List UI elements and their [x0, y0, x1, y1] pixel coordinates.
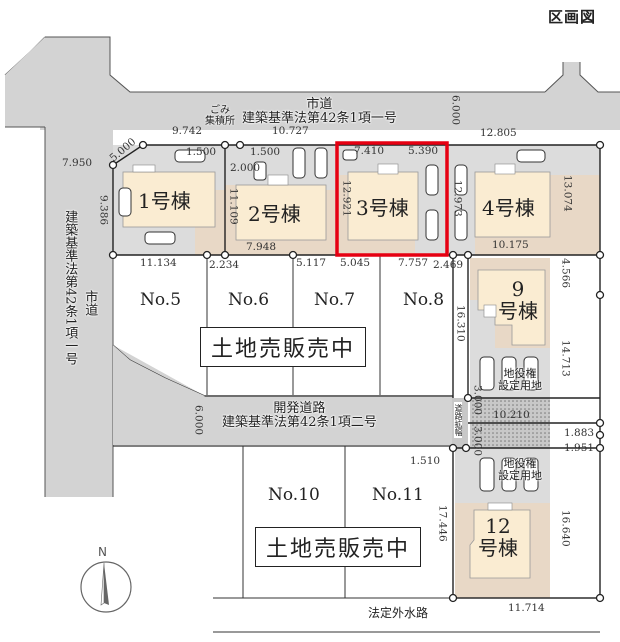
building-4 — [474, 171, 551, 238]
building-2-label[interactable]: 2号棟 — [248, 202, 301, 226]
easement-1-line1: 地役権 — [503, 367, 537, 380]
page-title: 区画図 — [547, 8, 596, 26]
building-1-label[interactable]: 1号棟 — [138, 189, 191, 213]
garbage-point-label: ごみ 集積所 — [205, 105, 235, 127]
dim-1510: 1.510 — [410, 455, 441, 467]
dim-13074: 13.074 — [561, 175, 574, 212]
land-for-sale-banner-1: 土地売販売中 — [200, 327, 367, 367]
dim-7757: 7.757 — [398, 257, 429, 269]
dim-16640: 16.640 — [559, 510, 572, 547]
north-compass: N — [80, 545, 134, 615]
dim-2234: 2.234 — [209, 259, 240, 271]
dim-6000-west: 6.000 — [192, 405, 205, 436]
dim-11109: 11.109 — [227, 188, 240, 225]
dim-9742: 9.742 — [172, 125, 203, 137]
easement-label-2: 地役権 設定用地 — [498, 457, 542, 483]
dev-road-law: 建築基準法第42条1項二号 — [222, 415, 377, 431]
road-widening-label: 道路拡幅 — [454, 402, 463, 438]
dim-11134: 11.134 — [140, 257, 177, 269]
compass-icon — [80, 561, 132, 613]
north-road-law: 建築基準法第42条1項一号 — [242, 111, 397, 127]
dim-10175: 10.175 — [492, 239, 529, 251]
dim-7950: 7.950 — [62, 157, 93, 169]
lot-10-label[interactable]: No.10 — [268, 485, 320, 505]
dim-1500-a: 1.500 — [186, 146, 217, 158]
dim-9386: 9.386 — [97, 195, 110, 226]
building-12-suffix: 号棟 — [478, 536, 518, 560]
dim-12973: 12.973 — [451, 180, 464, 217]
building-12-label[interactable]: 12 号棟 — [478, 515, 518, 559]
west-road — [45, 127, 113, 497]
dim-3000-b: 3.000 — [471, 426, 484, 457]
easement-label-1: 地役権 設定用地 — [498, 367, 542, 393]
dim-5390: 5.390 — [408, 145, 439, 157]
dim-17446: 17.446 — [436, 505, 449, 542]
dim-1500-b: 1.500 — [250, 146, 281, 158]
lot-11-label[interactable]: No.11 — [372, 485, 424, 505]
north-road-label: 市道 建築基準法第42条1項一号 — [242, 97, 397, 127]
north-road-name: 市道 — [306, 97, 333, 112]
west-road-law-label: 建築基準法第42条1項一号 — [62, 210, 78, 365]
building-9-number: 9 — [511, 277, 525, 301]
dim-5117: 5.117 — [296, 257, 327, 269]
building-9-label[interactable]: 9 号棟 — [498, 278, 538, 322]
dim-1951: 1.951 — [564, 442, 595, 454]
lot-7-label[interactable]: No.7 — [314, 290, 356, 310]
garbage-line2: 集積所 — [205, 116, 235, 127]
dim-1883: 1.883 — [564, 427, 595, 439]
lot-5-label[interactable]: No.5 — [140, 290, 182, 310]
building-9 — [477, 269, 546, 346]
building-1 — [122, 171, 216, 228]
easement-1-line2: 設定用地 — [498, 379, 542, 393]
dim-10210: 10.210 — [493, 409, 530, 421]
dim-10727: 10.727 — [272, 125, 309, 137]
building-12-number: 12 — [485, 514, 511, 538]
dim-6000-north: 6.000 — [449, 95, 462, 126]
dim-7410: 7.410 — [354, 145, 385, 157]
dim-11714: 11.714 — [508, 602, 545, 614]
north-road — [40, 37, 620, 130]
highlight-frame-building-3 — [335, 141, 449, 257]
dim-14713: 14.713 — [559, 340, 572, 377]
building-4-label[interactable]: 4号棟 — [482, 196, 535, 220]
lot-8-label[interactable]: No.8 — [403, 290, 445, 310]
dim-2000: 2.000 — [230, 162, 261, 174]
easement-2-line2: 設定用地 — [498, 469, 542, 483]
west-road-name-label: 市道 — [82, 290, 98, 316]
lot-6-label[interactable]: No.6 — [228, 290, 270, 310]
dim-4566: 4.566 — [559, 258, 572, 289]
building-12 — [469, 509, 531, 579]
compass-north-label: N — [98, 545, 107, 559]
dim-16310: 16.310 — [454, 305, 467, 342]
dim-7948: 7.948 — [246, 241, 277, 253]
dev-road-name: 開発道路 — [273, 401, 326, 416]
easement-2-line1: 地役権 — [503, 457, 537, 470]
building-9-suffix: 号棟 — [498, 299, 538, 323]
building-3-label[interactable]: 3号棟 — [356, 196, 409, 220]
land-for-sale-banner-2: 土地売販売中 — [255, 527, 422, 567]
garbage-line1: ごみ — [210, 105, 230, 116]
building-3 — [347, 171, 419, 241]
dim-2469: 2.469 — [433, 259, 464, 271]
dim-12805: 12.805 — [480, 127, 517, 139]
building-2 — [235, 184, 327, 241]
dim-5045: 5.045 — [340, 257, 371, 269]
dev-road-label: 開発道路 建築基準法第42条1項二号 — [222, 401, 377, 431]
canal-label: 法定外水路 — [368, 606, 429, 620]
development-road — [113, 395, 453, 445]
dim-12921: 12.921 — [340, 180, 353, 217]
dim-3000-a: 3.000 — [471, 385, 484, 416]
